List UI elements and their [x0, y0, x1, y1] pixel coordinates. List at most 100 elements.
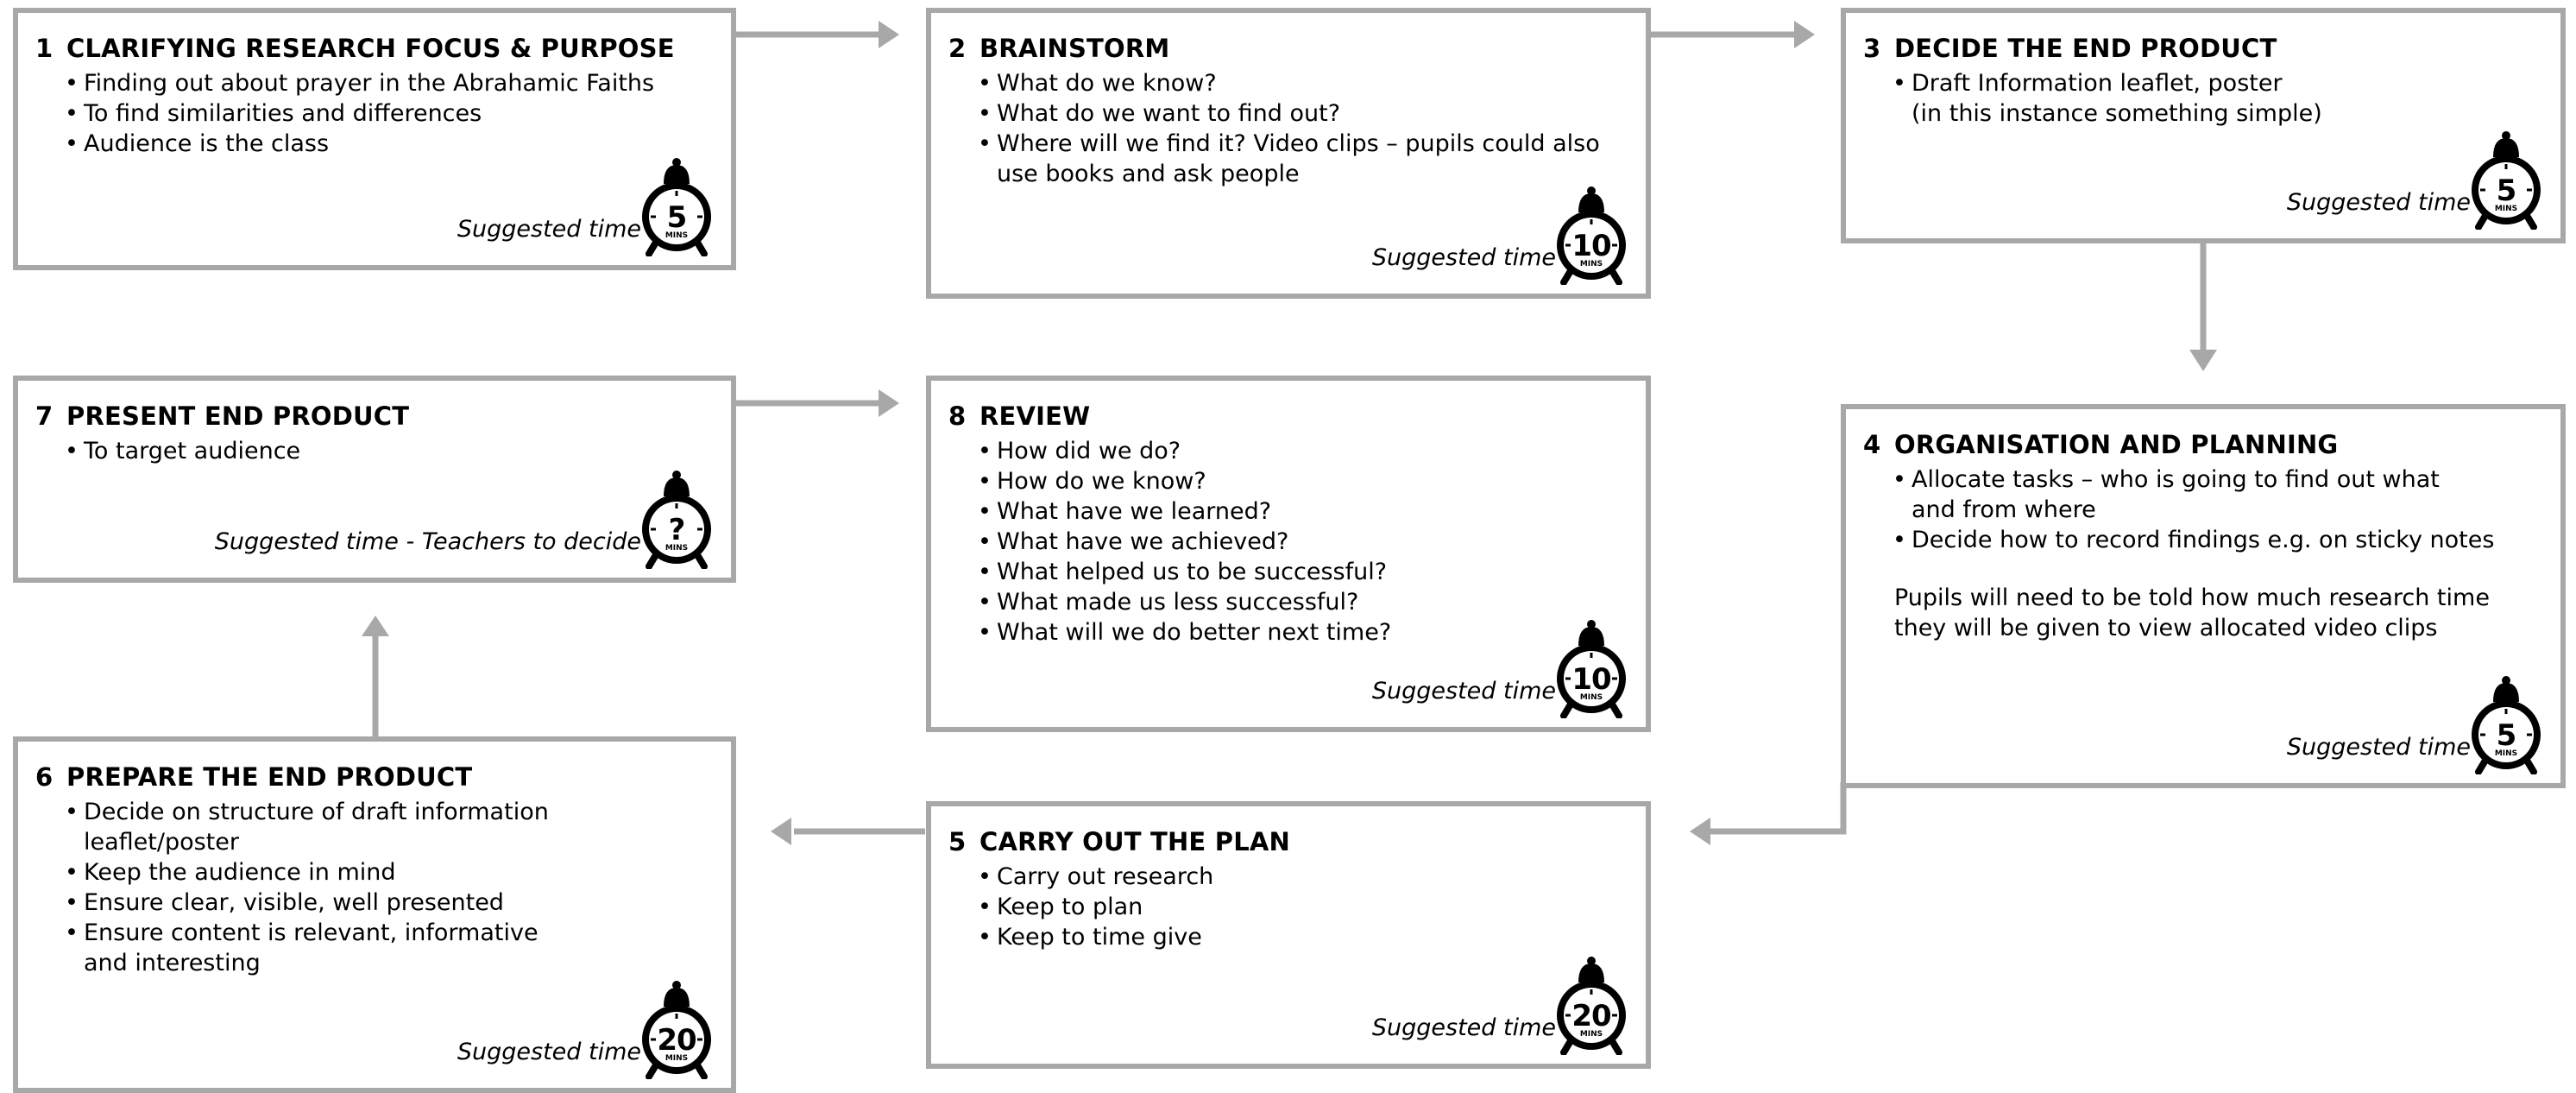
timer-unit: MINS	[1579, 1030, 1603, 1039]
step-bullet-item: What helped us to be successful?	[978, 557, 1646, 587]
step-bullet-item: Allocate tasks – who is going to find ou…	[1893, 464, 2560, 525]
timer-value: 20	[657, 1023, 696, 1058]
step-bullet-list: Carry out researchKeep to planKeep to ti…	[948, 862, 1646, 952]
step-bullet-item: What do we want to find out?	[978, 98, 1646, 129]
step-bullet-item: What have we achieved?	[978, 527, 1646, 557]
step-bullet-item: How do we know?	[978, 466, 1646, 496]
arrowhead-5-to-6	[771, 818, 791, 845]
timer-unit: MINS	[2494, 749, 2518, 758]
step-bullet-item: Keep the audience in mind	[65, 857, 731, 888]
suggested-time-label: Suggested time	[1371, 678, 1556, 704]
timer-value: 5	[2496, 718, 2517, 753]
step-title: 1 CLARIFYING RESEARCH FOCUS & PURPOSE	[35, 32, 731, 65]
step-bullet-item: Ensure clear, visible, well presented	[65, 888, 731, 918]
step-bullet-item: Ensure content is relevant, informative …	[65, 918, 731, 978]
step-bullet-item: Keep to time give	[978, 922, 1646, 952]
step-box-8: 8REVIEWHow did we do?How do we know?What…	[926, 376, 1651, 732]
step-title-text: CLARIFYING RESEARCH FOCUS & PURPOSE	[66, 34, 675, 63]
step-title-text: PREPARE THE END PRODUCT	[66, 762, 473, 792]
arrowhead-2-to-3	[1794, 21, 1815, 48]
timer-unit: MINS	[664, 1054, 689, 1063]
step-bullet-list: Allocate tasks – who is going to find ou…	[1863, 464, 2560, 555]
arrowhead-7-to-8	[879, 389, 899, 417]
step-bullet-item: Decide on structure of draft information…	[65, 797, 731, 857]
arrowhead-6-to-7	[362, 616, 389, 636]
step-bullet-item: What do we know?	[978, 68, 1646, 98]
step-bullet-item: To find similarities and differences	[65, 98, 731, 129]
suggested-time-label: Suggested time	[1371, 244, 1556, 271]
alarm-clock-icon	[2472, 131, 2541, 230]
timer-value: ?	[668, 513, 686, 547]
step-note: Pupils will need to be told how much res…	[1894, 584, 2490, 641]
timer-value: 5	[2496, 174, 2517, 208]
step-number: 4	[1863, 430, 1881, 459]
timer-unit: MINS	[1579, 693, 1603, 702]
step-title-text: CARRY OUT THE PLAN	[979, 827, 1290, 856]
arrowhead-1-to-2	[879, 21, 899, 48]
timer-unit: MINS	[664, 231, 689, 240]
step-bullet-list: To target audience	[35, 436, 731, 466]
alarm-clock-icon	[642, 471, 711, 569]
suggested-time-label: Suggested time	[2286, 734, 2471, 761]
step-box-2: 2 BRAINSTORM What do we know?What do we wa…	[926, 8, 1651, 299]
arrow-4-to-5	[1710, 782, 1847, 835]
suggested-time-label: Suggested time	[2286, 189, 2471, 216]
step-bullet-item: What will we do better next time?	[978, 617, 1646, 648]
step-number: 1	[35, 34, 54, 63]
step-title-text: BRAINSTORM	[979, 34, 1170, 63]
arrowhead-4-to-5	[1690, 818, 1710, 845]
step-number: 6	[35, 762, 54, 792]
suggested-time-label: Suggested time	[457, 1039, 641, 1065]
step-bullet-item: What made us less successful?	[978, 587, 1646, 617]
step-number: 7	[35, 401, 54, 431]
step-title-text: DECIDE THE END PRODUCT	[1894, 34, 2277, 63]
timer-unit: MINS	[1579, 260, 1603, 269]
timer-unit: MINS	[664, 544, 689, 553]
timer-value: 20	[1571, 999, 1611, 1033]
step-title-text: REVIEW	[979, 401, 1091, 431]
timer-badge: ?MINS	[638, 467, 715, 569]
step-number: 5	[948, 827, 967, 856]
step-bullet-item: Where will we find it? Video clips – pup…	[978, 129, 1646, 189]
alarm-clock-icon	[642, 158, 711, 256]
step-title-text: PRESENT END PRODUCT	[66, 401, 410, 431]
arrowhead-3-to-4	[2189, 350, 2217, 371]
step-number: 2	[948, 34, 967, 63]
step-title: 5 CARRY OUT THE PLAN	[948, 825, 1646, 858]
step-bullet-list: How did we do?How do we know?What have w…	[948, 436, 1646, 648]
step-bullet-item: Keep to plan	[978, 892, 1646, 922]
step-bullet-item: Audience is the class	[65, 129, 731, 159]
step-bullet-list: Decide on structure of draft information…	[35, 797, 731, 978]
step-box-1: 1 CLARIFYING RESEARCH FOCUS & PURPOSE Find…	[13, 8, 736, 270]
step-title: 3 DECIDE THE END PRODUCT	[1863, 32, 2560, 65]
timer-value: 10	[1571, 662, 1611, 697]
step-bullet-item: Finding out about prayer in the Abrahami…	[65, 68, 731, 98]
alarm-clock-icon	[1557, 620, 1626, 718]
step-title: 2 BRAINSTORM	[948, 32, 1646, 65]
step-bullet-item: What have we learned?	[978, 496, 1646, 527]
step-bullet-list: Finding out about prayer in the Abrahami…	[35, 68, 731, 159]
step-number: 3	[1863, 34, 1881, 63]
step-bullet-item: Decide how to record findings e.g. on st…	[1893, 525, 2560, 555]
alarm-clock-icon	[2472, 676, 2541, 774]
step-bullet-item: How did we do?	[978, 436, 1646, 466]
step-bullet-item: Carry out research	[978, 862, 1646, 892]
alarm-clock-icon	[642, 981, 711, 1079]
timer-value: 5	[666, 200, 688, 235]
suggested-time-label: Suggested time	[1371, 1014, 1556, 1041]
step-box-6: 6 PREPARE THE END PRODUCT Decide on struct…	[13, 736, 736, 1093]
step-bullet-list: What do we know?What do we want to find …	[948, 68, 1646, 189]
